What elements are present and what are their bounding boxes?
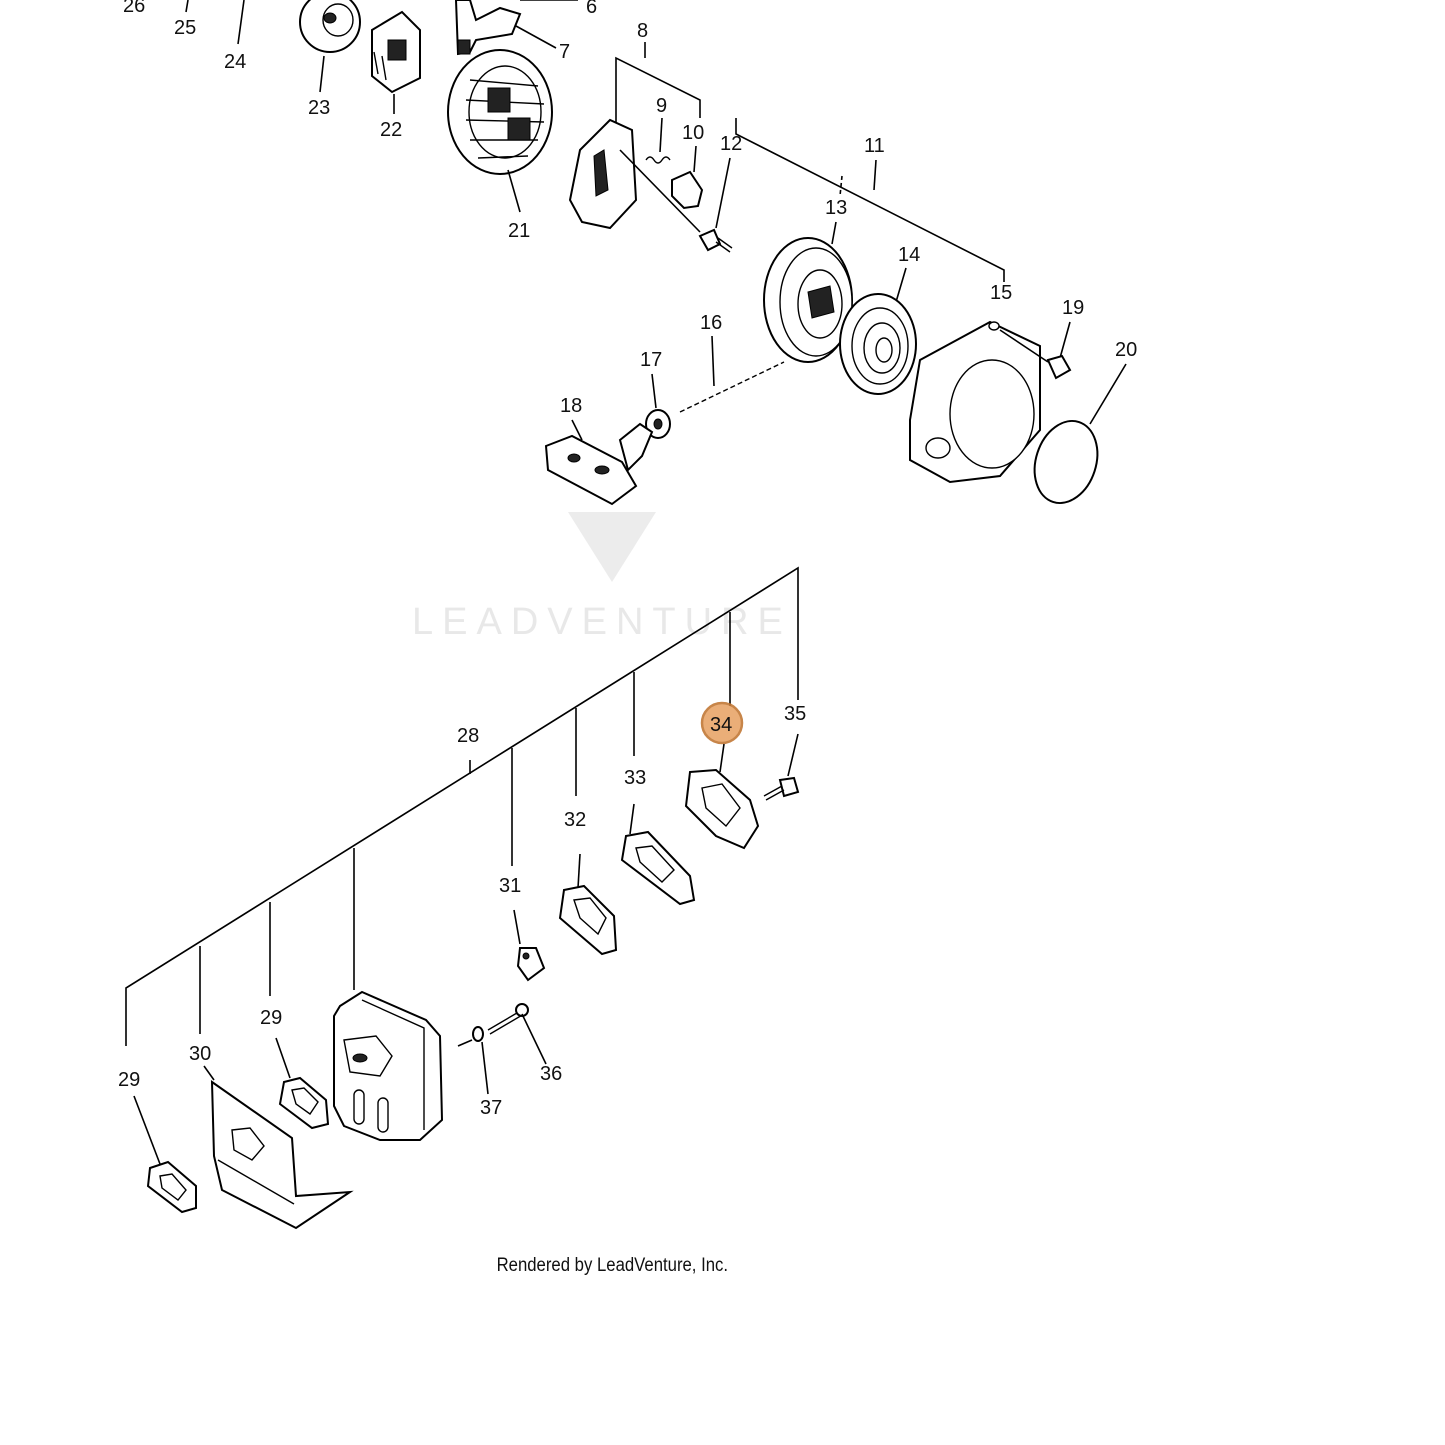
callout-18[interactable]: 18 [560,395,582,417]
watermark: LEADVENTURE [412,462,792,643]
callout-30[interactable]: 30 [189,1043,211,1065]
callout-label: 29 [260,1007,282,1029]
callout-8[interactable]: 8 [637,20,648,42]
callout-label: 25 [174,17,196,39]
callout-label: 22 [380,119,402,141]
callout-25[interactable]: 25 [174,17,196,39]
callout-label: 23 [308,97,330,119]
callout-label: 33 [624,767,646,789]
starter-rope-part[interactable] [679,361,785,413]
callout-29b[interactable]: 29 [260,1007,282,1029]
callout-label: 6 [586,0,597,18]
seal-ring-part[interactable] [1024,413,1107,511]
callout-label: 12 [720,133,742,155]
callout-label: 11 [864,135,885,157]
callout-35[interactable]: 35 [784,703,806,725]
highlight-marker [700,701,744,745]
callout-label: 15 [990,282,1012,304]
starter-pulley-part[interactable] [763,237,853,363]
callout-label: 31 [499,875,521,897]
gasket-32-part[interactable] [558,884,618,956]
callout-label: 16 [700,312,722,334]
callout-31[interactable]: 31 [499,875,521,897]
clutch-drum-part[interactable] [299,0,361,53]
callout-label: 28 [457,725,479,747]
callout-16[interactable]: 16 [700,312,722,334]
callout-21[interactable]: 21 [508,220,530,242]
callout-23[interactable]: 23 [308,97,330,119]
cover-plate-33-part[interactable] [620,830,696,906]
callout-14[interactable]: 14 [898,244,920,266]
heat-shield-part[interactable] [210,1080,354,1230]
callout-label: 30 [189,1043,211,1065]
callout-29a[interactable]: 29 [118,1069,140,1091]
pawl-spring-part[interactable] [645,156,671,164]
callout-36[interactable]: 36 [540,1063,562,1085]
callout-label: 19 [1062,297,1084,319]
callout-20[interactable]: 20 [1115,339,1137,361]
callout-label: 26 [123,0,145,17]
callout-label: 18 [560,395,582,417]
callout-label: 20 [1115,339,1137,361]
bracket-part[interactable] [454,0,522,56]
callout-19[interactable]: 19 [1062,297,1084,319]
starter-handle-part[interactable] [544,422,654,506]
clutch-shoe-part[interactable] [371,10,421,94]
callout-label: 9 [656,95,667,117]
bolt-19-part[interactable] [1046,354,1072,380]
callout-label: 36 [540,1063,562,1085]
callout-label: 37 [480,1097,502,1119]
callout-22[interactable]: 22 [380,119,402,141]
callout-label: 13 [825,197,847,219]
callout-label: 21 [508,220,530,242]
watermark-text: LEADVENTURE [412,601,792,643]
callout-label: 8 [637,20,648,42]
callout-label: 34 [710,714,732,736]
bolt-12-part[interactable] [698,228,733,253]
callout-26[interactable]: 26 [123,0,145,17]
callout-32[interactable]: 32 [564,809,586,831]
callout-10[interactable]: 10 [682,122,704,144]
callout-label: 35 [784,703,806,725]
pawl-part[interactable] [671,170,704,210]
flywheel-part[interactable] [447,49,553,175]
screw-36-part[interactable] [487,1003,529,1035]
callout-17[interactable]: 17 [640,349,662,371]
callout-7[interactable]: 7 [559,41,570,63]
callout-label: 32 [564,809,586,831]
bolt-35-part[interactable] [763,776,800,801]
pulley-cover-part[interactable] [568,118,701,233]
footer-credit: Rendered by LeadVenture, Inc. [496,1255,729,1276]
gasket-34-part[interactable] [684,768,760,850]
callout-label: 10 [682,122,704,144]
muffler-part[interactable] [333,990,444,1141]
callout-label: 24 [224,51,246,73]
callout-24[interactable]: 24 [224,51,246,73]
starter-housing-part[interactable] [909,320,1041,484]
gasket-29-lower-part[interactable] [146,1160,197,1214]
callout-9[interactable]: 9 [656,95,667,117]
callout-11[interactable]: 11 [864,135,885,157]
callout-label: 17 [640,349,662,371]
callout-13[interactable]: 13 [825,197,847,219]
callout-34[interactable]: 34 [700,701,744,745]
callout-12[interactable]: 12 [720,133,742,155]
callout-6[interactable]: 6 [586,0,597,18]
callout-37[interactable]: 37 [480,1097,502,1119]
callout-28[interactable]: 28 [457,725,479,747]
recoil-spring-part[interactable] [839,293,917,395]
callout-label: 29 [118,1069,140,1091]
washer-37-part[interactable] [472,1026,484,1042]
callout-33[interactable]: 33 [624,767,646,789]
callout-15[interactable]: 15 [990,282,1012,304]
callout-label: 7 [559,41,570,63]
callout-label: 14 [898,244,920,266]
gasket-29-upper-part[interactable] [278,1076,330,1130]
plate-31-part[interactable] [516,947,546,982]
